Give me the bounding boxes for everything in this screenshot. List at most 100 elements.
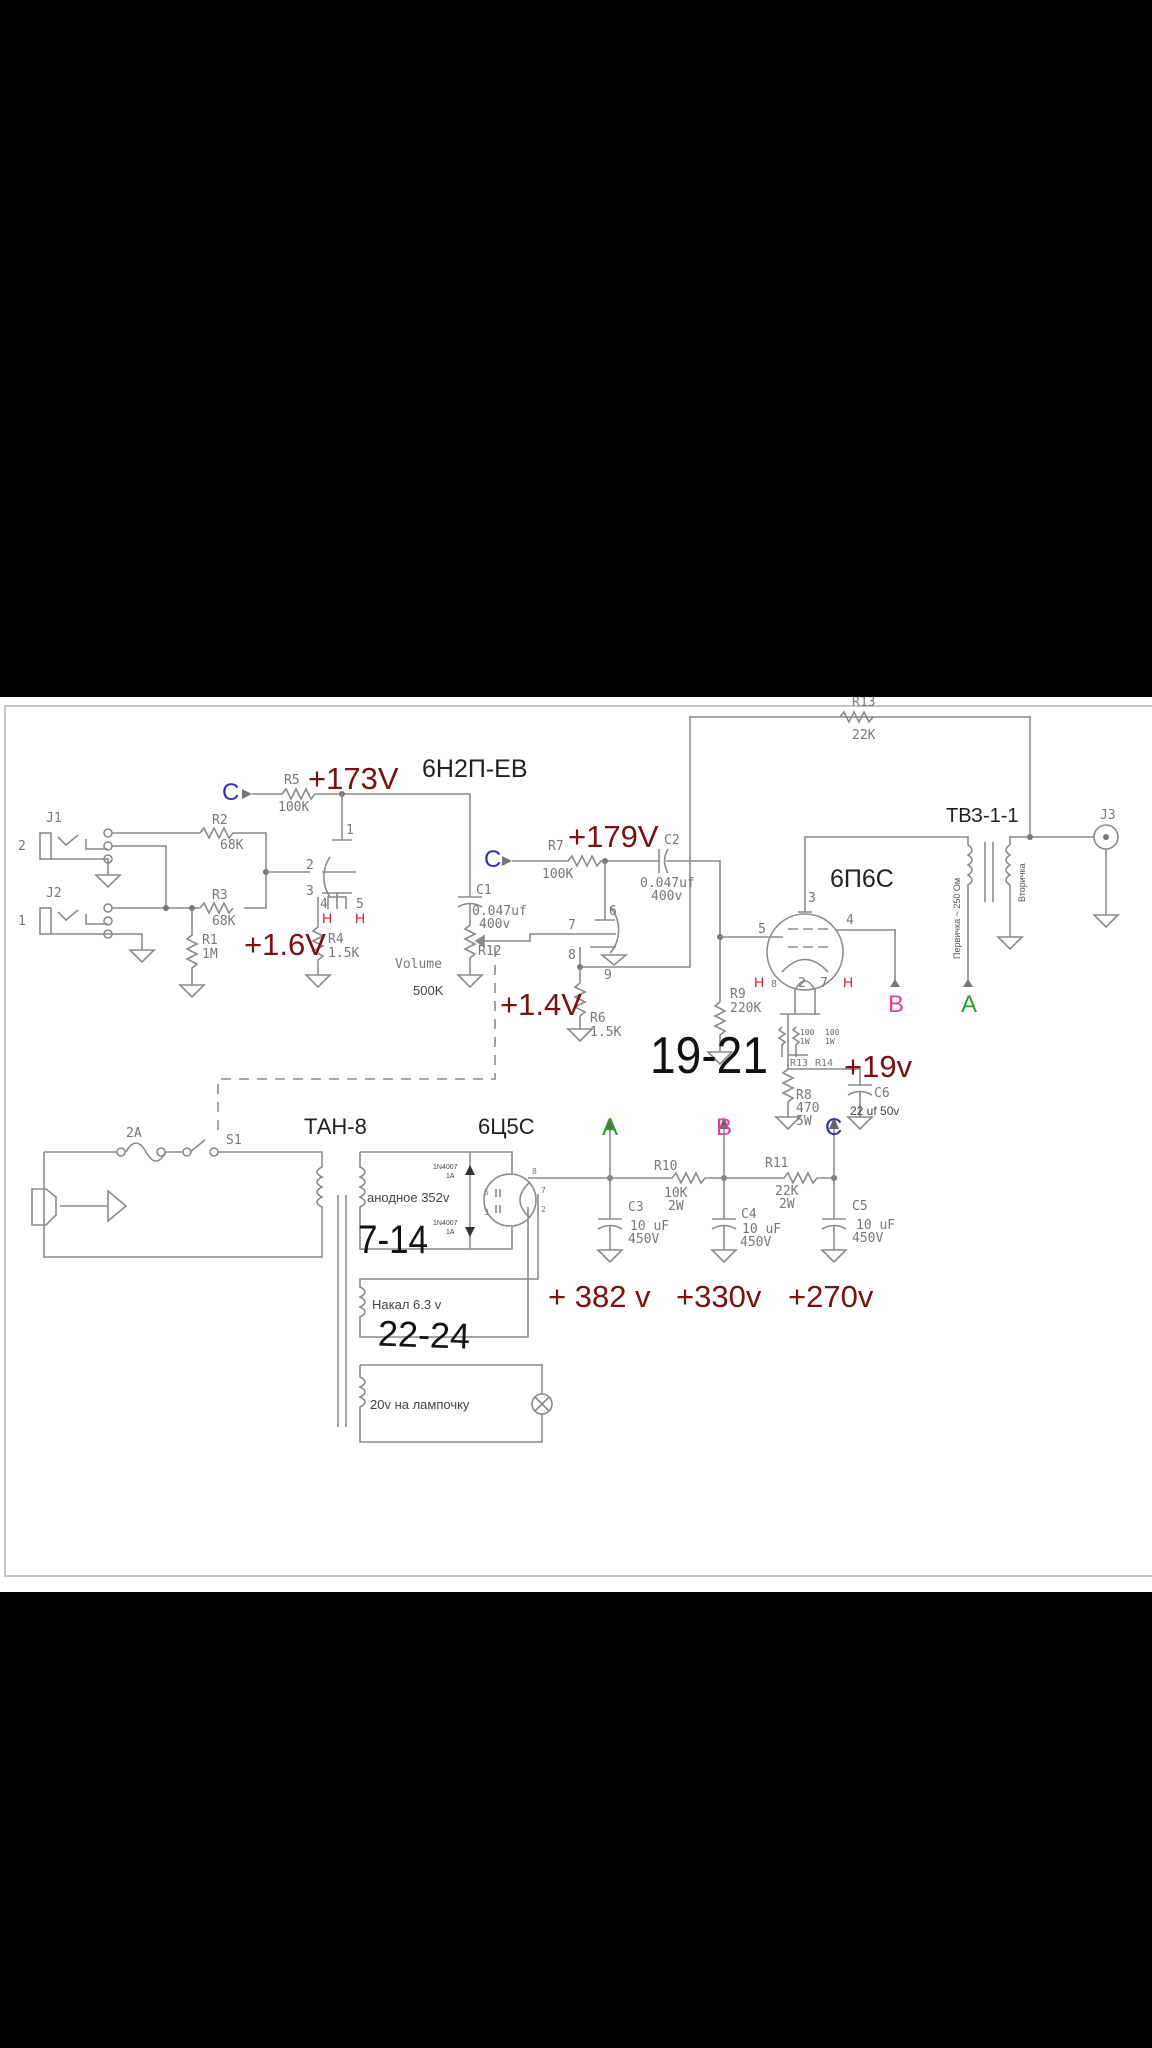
pin-r2: 2 bbox=[541, 1205, 546, 1214]
diode-2-label: 1N4007 bbox=[433, 1220, 458, 1227]
tube1-electrodes bbox=[322, 794, 356, 894]
voltage-c: +270v bbox=[788, 1279, 874, 1314]
c3-capacitor bbox=[596, 1178, 624, 1264]
net-c-port-1: C bbox=[222, 779, 239, 806]
label-volume: Volume bbox=[395, 957, 442, 972]
label-c4: C4 bbox=[741, 1207, 757, 1222]
schematic-sheet: J1 2 J2 1 R2 68K R3 68K R1 1M C R5 100K … bbox=[0, 697, 1152, 1592]
power-r10: 2W bbox=[668, 1199, 684, 1214]
r6-resistor bbox=[573, 967, 587, 1029]
ground-r8-c6 bbox=[774, 1116, 874, 1131]
value-r13: 22K bbox=[852, 728, 876, 743]
ot-primary bbox=[966, 844, 973, 987]
value-r4: 1.5K bbox=[328, 946, 359, 961]
net-c-supply: C bbox=[825, 1114, 842, 1141]
filter-chain bbox=[528, 1171, 834, 1185]
label-r14: R14 bbox=[815, 1058, 833, 1069]
mains-circuit bbox=[43, 1139, 324, 1258]
c4-capacitor bbox=[710, 1178, 738, 1264]
label-r1: R1 bbox=[202, 933, 218, 948]
label-c3: C3 bbox=[628, 1200, 644, 1215]
power-r13b: 1W bbox=[800, 1037, 810, 1046]
handwritten-pins-7-14: 7-14 bbox=[358, 1218, 428, 1262]
voltage-c2: 400v bbox=[651, 889, 682, 904]
voltage-cathode-3: +19v bbox=[844, 1049, 913, 1084]
pin-1: 1 bbox=[346, 823, 354, 838]
value-r10: 10K bbox=[664, 1186, 688, 1201]
rectifier-tube bbox=[483, 1173, 537, 1227]
label-j2: J2 bbox=[46, 886, 62, 901]
pin-4: 4 bbox=[320, 897, 328, 912]
value-c2: 0.047uf bbox=[640, 876, 695, 891]
pin-p4: 4 bbox=[846, 913, 854, 928]
sheet-frame bbox=[4, 705, 1152, 1577]
ot-secondary-label: Вторичка bbox=[1017, 863, 1027, 902]
voltage-a: + 382 v bbox=[548, 1279, 651, 1314]
label-j1-num: 2 bbox=[18, 839, 26, 854]
ground-r12 bbox=[456, 974, 484, 989]
label-r3: R3 bbox=[212, 888, 228, 903]
label-j3: J3 bbox=[1100, 808, 1116, 823]
ground-j1 bbox=[94, 874, 122, 889]
input-wires bbox=[112, 832, 200, 909]
r4-resistor bbox=[311, 897, 325, 975]
value-c5: 10 uF bbox=[856, 1218, 895, 1233]
power-r11: 2W bbox=[779, 1197, 795, 1212]
label-r10: R10 bbox=[654, 1159, 677, 1174]
label-r4: R4 bbox=[328, 932, 344, 947]
pin-p2: 2 bbox=[798, 976, 806, 991]
value-c3: 10 uF bbox=[630, 1219, 669, 1234]
ground-r6 bbox=[566, 1028, 594, 1043]
voltage-cathode-1: +1.6V bbox=[244, 927, 326, 962]
label-r13b: R13 bbox=[790, 1058, 808, 1069]
label-j2-num: 1 bbox=[18, 914, 26, 929]
c2-capacitor bbox=[658, 848, 721, 1002]
value-c1: 0.047uf bbox=[472, 904, 527, 919]
label-j1: J1 bbox=[46, 811, 62, 826]
jack-j1 bbox=[39, 828, 113, 875]
label-r5: R5 bbox=[284, 773, 300, 788]
value-c6: 22 uf 50v bbox=[850, 1104, 899, 1118]
r9-resistor bbox=[713, 1001, 727, 1052]
handwritten-pins-19-21: 19-21 bbox=[650, 1027, 768, 1085]
r2-r3-resistors bbox=[199, 826, 267, 915]
net-a-supply: A bbox=[602, 1114, 618, 1141]
c6-capacitor bbox=[847, 1084, 873, 1117]
filament-winding-label: Накал 6.3 v bbox=[372, 1297, 442, 1312]
gang-dashed-link bbox=[217, 947, 496, 1137]
fuse-label: 2A bbox=[126, 1126, 142, 1141]
ot-primary-label: Первичка ~ 250 Ом bbox=[952, 878, 962, 959]
pilot-lamp bbox=[531, 1393, 553, 1415]
ot-secondary bbox=[1005, 836, 1094, 937]
value-r14: 100 bbox=[825, 1028, 840, 1037]
pin-p8: 8 bbox=[771, 979, 777, 990]
value-r5: 100K bbox=[278, 800, 309, 815]
power-transformer-label: ТАН-8 bbox=[304, 1114, 367, 1139]
pin-r3: 3 bbox=[484, 1208, 489, 1217]
voltage-c4: 450V bbox=[740, 1235, 771, 1250]
pin-9: 9 bbox=[604, 968, 612, 983]
mains-plug bbox=[31, 1188, 128, 1226]
tube1-envelope bbox=[323, 856, 331, 898]
label-c5: C5 bbox=[852, 1199, 868, 1214]
value-r1: 1M bbox=[202, 947, 218, 962]
lamp-winding bbox=[358, 1364, 543, 1443]
pin-p3: 3 bbox=[808, 891, 816, 906]
pin-2: 2 bbox=[306, 858, 314, 873]
heater-p-h1: H bbox=[754, 974, 764, 990]
tube2-electrodes bbox=[582, 861, 616, 948]
lamp-winding-label: 20v на лампочку bbox=[370, 1397, 470, 1412]
wiper-wire bbox=[478, 933, 582, 942]
label-r7: R7 bbox=[548, 839, 564, 854]
r8-resistor bbox=[781, 1068, 795, 1117]
jack-j2 bbox=[39, 903, 156, 964]
filament-winding bbox=[358, 1194, 539, 1338]
value-r3: 68K bbox=[212, 914, 236, 929]
label-r8: R8 bbox=[796, 1088, 812, 1103]
pin-8: 8 bbox=[568, 948, 576, 963]
voltage-cathode-2: +1.4V bbox=[500, 987, 582, 1022]
label-r2: R2 bbox=[212, 813, 228, 828]
power-r14: 1W bbox=[825, 1037, 835, 1046]
c1-r12 bbox=[457, 896, 483, 975]
c5-capacitor bbox=[820, 1178, 848, 1264]
